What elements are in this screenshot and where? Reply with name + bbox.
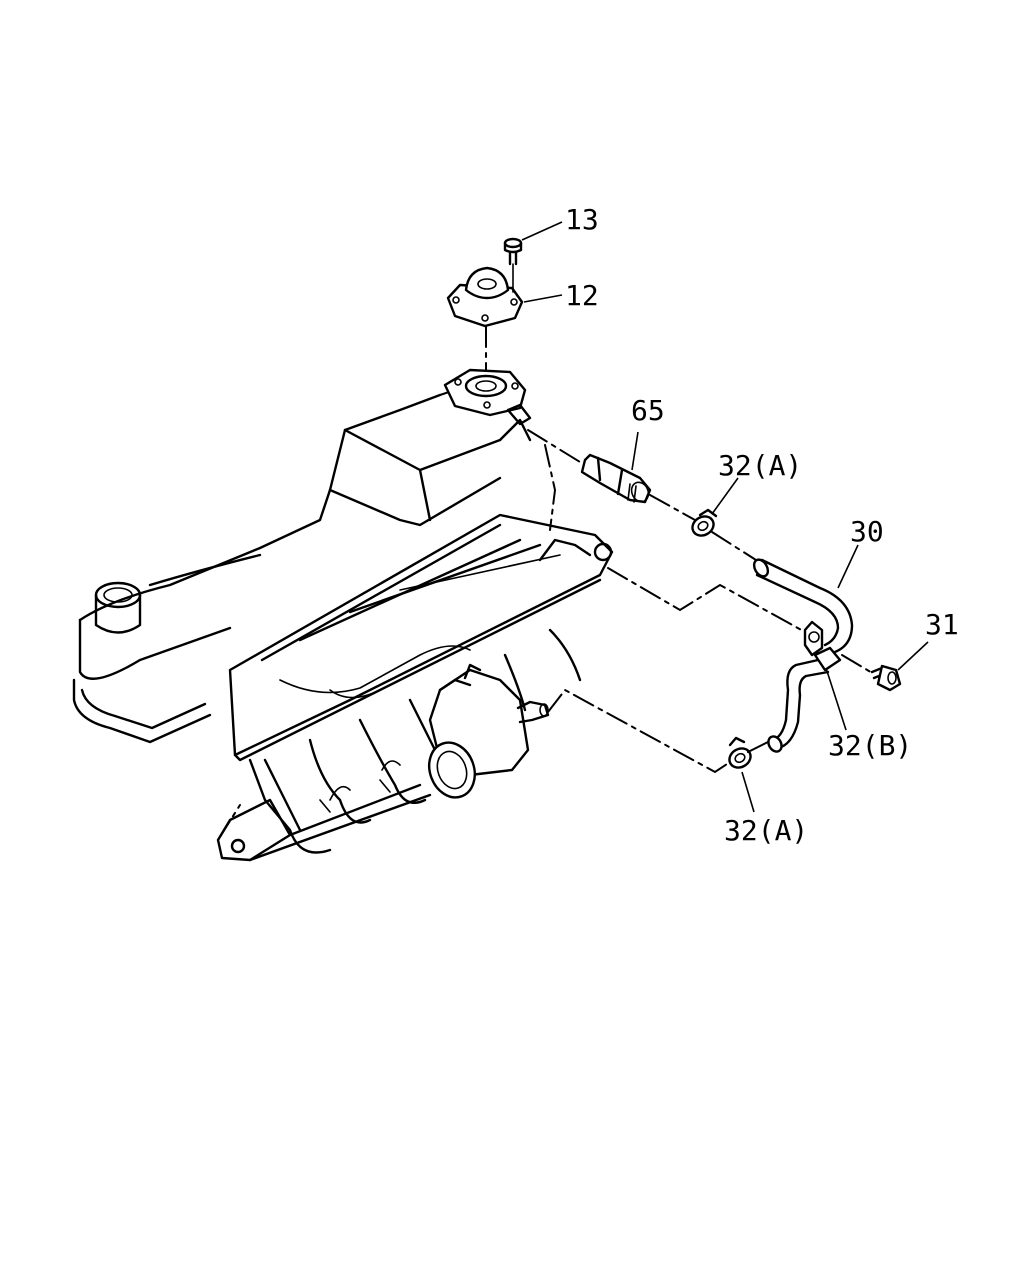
callout-31: 31	[925, 608, 959, 641]
callout-12: 12	[565, 279, 599, 312]
callout-30: 30	[850, 515, 884, 548]
part-65-check-valve	[580, 453, 652, 504]
part-32b-clamp	[803, 620, 842, 672]
part-32a-clip-bottom	[728, 736, 752, 769]
head-flange	[443, 368, 532, 426]
intake-manifold	[216, 513, 614, 862]
assembly-lines	[527, 429, 875, 774]
part-13-screw	[503, 237, 523, 293]
part-31-bolt	[870, 664, 902, 692]
throttle-body	[428, 663, 550, 799]
oil-filler-neck	[94, 581, 142, 634]
callout-13: 13	[565, 203, 599, 236]
callout-32b: 32(B)	[828, 729, 912, 762]
callout-65: 65	[631, 394, 665, 427]
part-12-cover	[446, 266, 524, 328]
callout-32a-top: 32(A)	[718, 449, 802, 482]
callout-32a-bottom: 32(A)	[724, 814, 808, 847]
part-30-hose	[752, 558, 854, 654]
callout-labels: 13 12 65 32(A) 30 31 32(B) 32(A)	[565, 203, 959, 847]
part-32a-clip-top	[691, 508, 718, 537]
cylinder-head-cover	[72, 384, 532, 744]
leader-lines	[521, 221, 929, 813]
vacuum-pipe	[767, 658, 830, 753]
